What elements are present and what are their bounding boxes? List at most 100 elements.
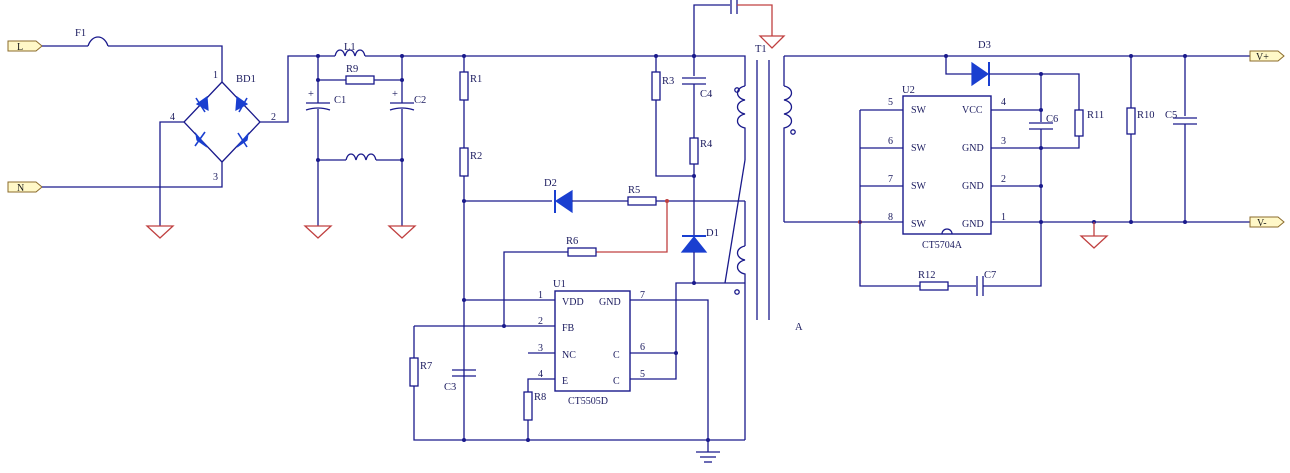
svg-text:R3: R3 xyxy=(662,76,674,87)
svg-text:2: 2 xyxy=(271,112,276,123)
svg-text:FB: FB xyxy=(562,323,575,334)
port-vminus: V- xyxy=(1249,216,1285,229)
resistor-R10 xyxy=(1126,107,1136,135)
svg-text:1: 1 xyxy=(1001,212,1006,223)
svg-text:L: L xyxy=(17,42,23,53)
ic-U2: U2 5 SW 6 SW 7 SW 8 SW 4 VCC 3 GND 2 GND… xyxy=(888,85,1006,251)
svg-text:R1: R1 xyxy=(470,74,482,85)
svg-text:7: 7 xyxy=(888,174,893,185)
label-A: A xyxy=(795,322,803,333)
resistor-R1 xyxy=(459,71,469,101)
diode-D3: D3 xyxy=(971,40,991,87)
svg-text:C3: C3 xyxy=(444,382,456,393)
svg-text:R10: R10 xyxy=(1137,110,1155,121)
svg-text:C6: C6 xyxy=(1046,114,1058,125)
ground-symbol xyxy=(758,35,786,49)
svg-text:SW: SW xyxy=(911,219,927,230)
resistor-R11 xyxy=(1074,109,1084,137)
svg-text:1: 1 xyxy=(213,70,218,81)
svg-text:U1: U1 xyxy=(553,279,566,290)
svg-text:SW: SW xyxy=(911,143,927,154)
svg-text:VCC: VCC xyxy=(962,105,983,116)
resistor-R9 xyxy=(345,75,375,85)
resistor-R6 xyxy=(567,247,597,257)
svg-text:2: 2 xyxy=(1001,174,1006,185)
bridge-rectifier-BD1: BD1 1 2 3 4 xyxy=(170,70,276,183)
svg-text:5: 5 xyxy=(888,97,893,108)
svg-text:SW: SW xyxy=(911,105,927,116)
svg-text:C1: C1 xyxy=(334,95,346,106)
svg-text:4: 4 xyxy=(170,112,175,123)
svg-text:5: 5 xyxy=(640,369,645,380)
svg-text:3: 3 xyxy=(1001,136,1006,147)
resistor-R7 xyxy=(409,357,419,387)
svg-text:8: 8 xyxy=(888,212,893,223)
port-vplus: V+ xyxy=(1249,50,1285,63)
capacitor-C6: C6 xyxy=(1029,114,1058,130)
port-N: N xyxy=(7,181,43,194)
resistor-R12 xyxy=(919,281,949,291)
transformer-T1: T1 A xyxy=(700,44,820,440)
label-R9: R9 xyxy=(346,64,358,75)
svg-text:+: + xyxy=(392,89,398,100)
port-L: L xyxy=(7,40,43,53)
svg-text:U2: U2 xyxy=(902,85,915,96)
svg-text:R7: R7 xyxy=(420,361,432,372)
ground-symbol xyxy=(303,225,333,239)
capacitor-C2: C2 + xyxy=(389,89,426,111)
svg-text:GND: GND xyxy=(962,181,984,192)
svg-text:+: + xyxy=(308,89,314,100)
capacitor-C4: C4 xyxy=(682,77,713,100)
svg-text:4: 4 xyxy=(1001,97,1006,108)
svg-text:R8: R8 xyxy=(534,392,546,403)
label-C7: C7 xyxy=(984,270,996,281)
svg-text:R5: R5 xyxy=(628,185,640,196)
svg-text:GND: GND xyxy=(962,219,984,230)
svg-text:D2: D2 xyxy=(544,178,557,189)
diode-D2: D2 xyxy=(544,178,573,214)
svg-text:C: C xyxy=(613,376,620,387)
svg-text:2: 2 xyxy=(538,316,543,327)
svg-text:3: 3 xyxy=(538,343,543,354)
svg-text:T1: T1 xyxy=(755,44,767,55)
svg-text:C4: C4 xyxy=(700,89,713,100)
svg-text:6: 6 xyxy=(640,342,645,353)
svg-text:C5: C5 xyxy=(1165,110,1177,121)
resistor-R5 xyxy=(627,196,657,206)
svg-text:D3: D3 xyxy=(978,40,991,51)
svg-text:1: 1 xyxy=(538,290,543,301)
inductor-L1: L1 xyxy=(334,42,366,57)
svg-text:D1: D1 xyxy=(706,228,719,239)
label-BD1: BD1 xyxy=(236,74,256,85)
svg-text:GND: GND xyxy=(599,297,621,308)
U2-part-number: CT5704A xyxy=(922,240,963,251)
svg-text:R2: R2 xyxy=(470,151,482,162)
svg-text:VDD: VDD xyxy=(562,297,584,308)
capacitor-C3: C3 xyxy=(444,369,476,393)
label-F1: F1 xyxy=(75,28,86,39)
svg-text:C2: C2 xyxy=(414,95,426,106)
svg-text:N: N xyxy=(17,183,24,194)
svg-text:L1: L1 xyxy=(344,42,356,53)
svg-text:V-: V- xyxy=(1257,218,1267,229)
svg-text:NC: NC xyxy=(562,350,576,361)
svg-text:R6: R6 xyxy=(566,236,578,247)
capacitor-C5: C5 xyxy=(1165,110,1197,125)
svg-text:C: C xyxy=(613,350,620,361)
svg-text:GND: GND xyxy=(962,143,984,154)
ground-symbol xyxy=(1079,235,1109,249)
svg-text:E: E xyxy=(562,376,568,387)
diode-D1: D1 xyxy=(680,228,719,253)
svg-text:7: 7 xyxy=(640,290,645,301)
svg-text:R11: R11 xyxy=(1087,110,1104,121)
svg-text:R12: R12 xyxy=(918,270,936,281)
resistor-R4 xyxy=(689,137,699,165)
resistor-R3 xyxy=(651,71,661,101)
svg-text:6: 6 xyxy=(888,136,893,147)
svg-text:V+: V+ xyxy=(1256,52,1269,63)
svg-text:SW: SW xyxy=(911,181,927,192)
resistor-R8 xyxy=(523,391,533,421)
U1-part-number: CT5505D xyxy=(568,396,608,407)
